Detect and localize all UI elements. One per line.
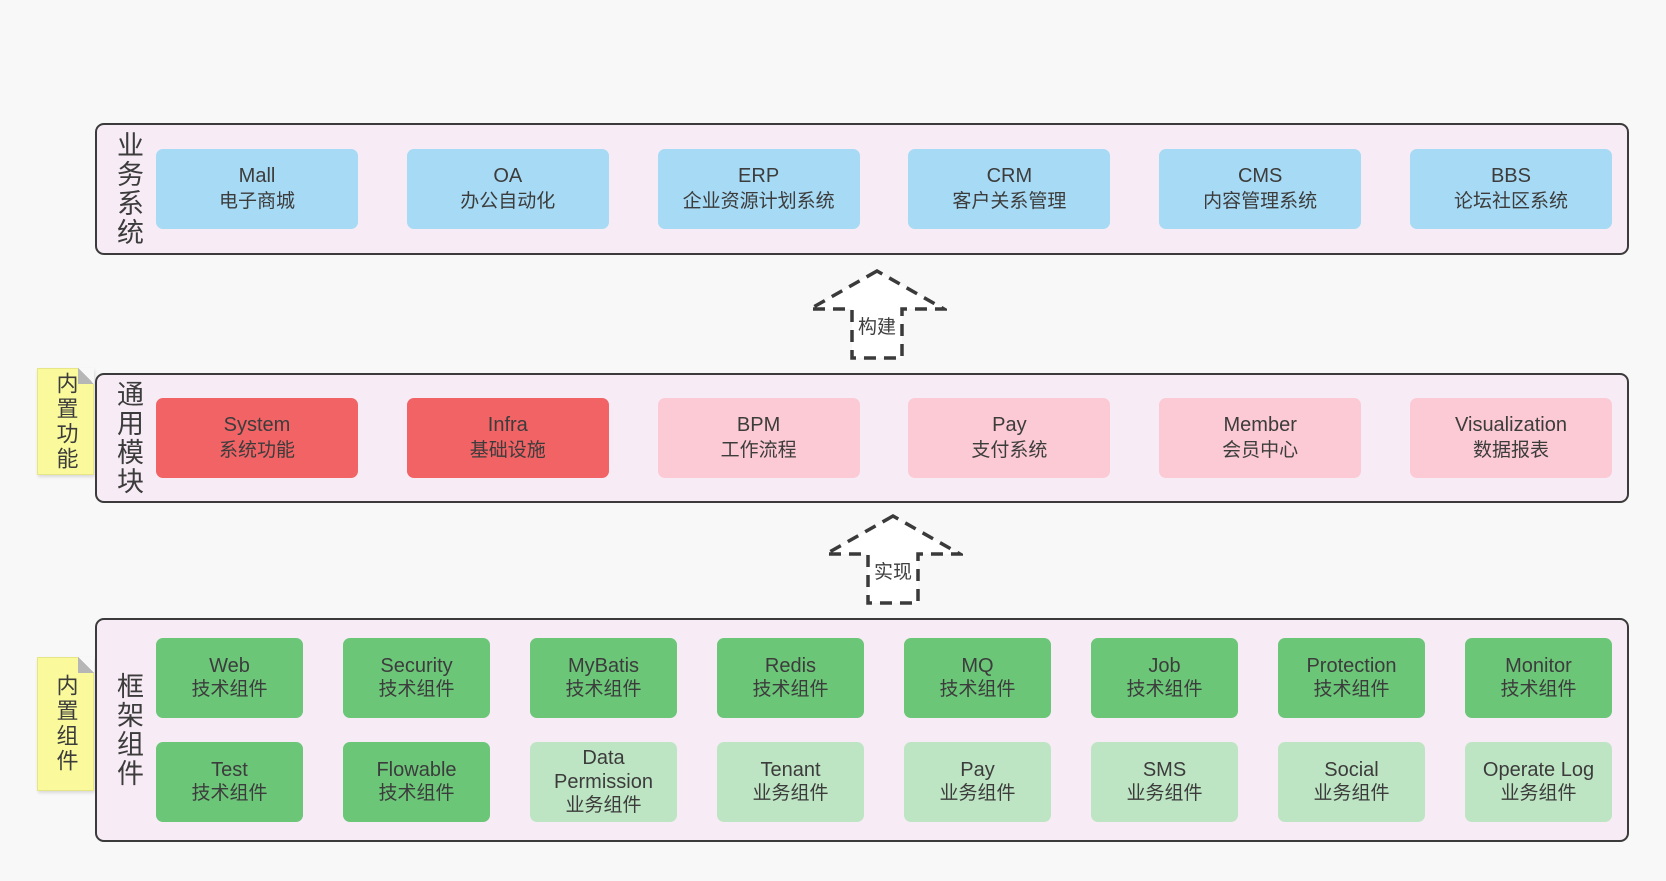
sticky-note-builtin-components: 内置组件 [37, 657, 94, 791]
box-bbs: BBS 论坛社区系统 [1409, 149, 1612, 229]
framework-boxes-grid: Web 技术组件 Security 技术组件 MyBatis 技术组件 Redi… [156, 638, 1612, 822]
panel-label-business: 业务系统 [113, 131, 143, 247]
fold-corner-icon [78, 657, 94, 673]
box-protection: Protection 技术组件 [1278, 638, 1425, 718]
panel-label-framework: 框架组件 [113, 672, 143, 788]
box-visualization: Visualization 数据报表 [1409, 398, 1612, 478]
box-web: Web 技术组件 [156, 638, 303, 718]
box-sms: SMS 业务组件 [1091, 742, 1238, 822]
sticky-note-label: 内置组件 [53, 674, 79, 774]
business-boxes: Mall 电子商城 OA 办公自动化 ERP 企业资源计划系统 CRM 客户关系… [156, 149, 1612, 229]
box-mall: Mall 电子商城 [156, 149, 358, 229]
panel-label-modules: 通用模块 [113, 380, 143, 496]
box-pay: Pay 支付系统 [908, 398, 1111, 478]
box-mybatis: MyBatis 技术组件 [530, 638, 677, 718]
box-infra: Infra 基础设施 [406, 398, 609, 478]
fold-corner-icon [78, 368, 94, 384]
box-tenant: Tenant 业务组件 [717, 742, 864, 822]
box-system: System 系统功能 [156, 398, 358, 478]
box-crm: CRM 客户关系管理 [908, 149, 1111, 229]
build-arrow: 构建 [807, 266, 947, 362]
box-flowable: Flowable 技术组件 [343, 742, 490, 822]
box-member: Member 会员中心 [1159, 398, 1362, 478]
box-job: Job 技术组件 [1091, 638, 1238, 718]
box-operate-log: Operate Log 业务组件 [1465, 742, 1612, 822]
implement-arrow-label: 实现 [871, 557, 915, 584]
module-boxes: System 系统功能 Infra 基础设施 BPM 工作流程 Pay 支付系统… [156, 398, 1612, 478]
box-monitor: Monitor 技术组件 [1465, 638, 1612, 718]
box-data-permission: Data Permission 业务组件 [530, 742, 677, 822]
implement-arrow: 实现 [823, 511, 963, 607]
framework-components-panel: 框架组件 Web 技术组件 Security 技术组件 MyBatis 技术组件… [95, 618, 1629, 842]
box-social: Social 业务组件 [1278, 742, 1425, 822]
business-systems-panel: 业务系统 Mall 电子商城 OA 办公自动化 ERP 企业资源计划系统 CRM… [95, 123, 1629, 255]
box-security: Security 技术组件 [343, 638, 490, 718]
box-cms: CMS 内容管理系统 [1159, 149, 1362, 229]
sticky-note-builtin-features: 内置功能 [37, 368, 94, 475]
box-oa: OA 办公自动化 [406, 149, 609, 229]
box-bpm: BPM 工作流程 [657, 398, 860, 478]
build-arrow-label: 构建 [855, 312, 899, 339]
framework-row-2: Test 技术组件 Flowable 技术组件 Data Permission … [156, 742, 1612, 822]
sticky-note-label: 内置功能 [53, 371, 79, 472]
box-erp: ERP 企业资源计划系统 [657, 149, 860, 229]
box-mq: MQ 技术组件 [904, 638, 1051, 718]
box-pay-biz: Pay 业务组件 [904, 742, 1051, 822]
box-test: Test 技术组件 [156, 742, 303, 822]
box-redis: Redis 技术组件 [717, 638, 864, 718]
common-modules-panel: 通用模块 System 系统功能 Infra 基础设施 BPM 工作流程 Pay… [95, 373, 1629, 503]
framework-row-1: Web 技术组件 Security 技术组件 MyBatis 技术组件 Redi… [156, 638, 1612, 718]
